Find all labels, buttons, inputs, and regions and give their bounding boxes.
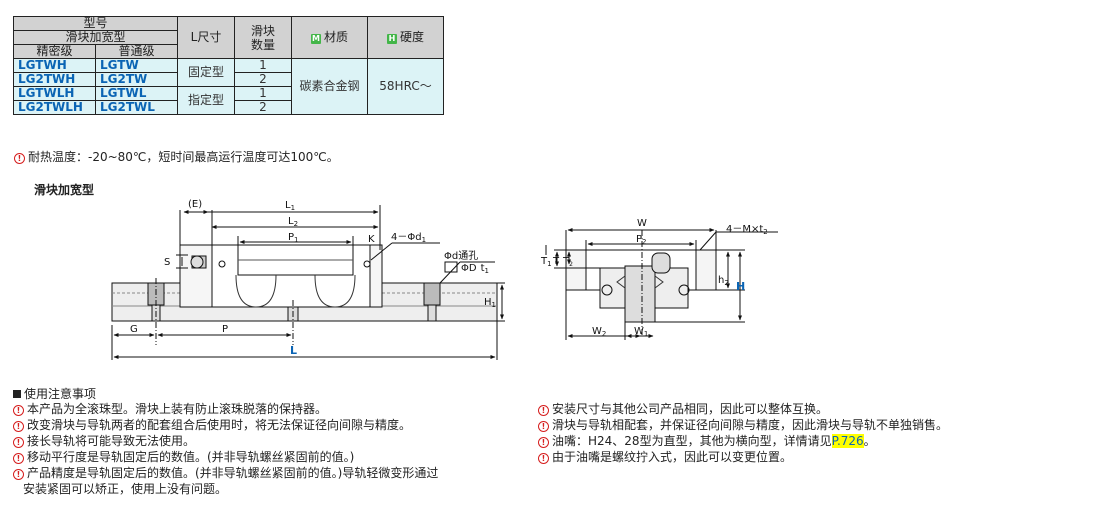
header-precision: 精密级 — [13, 44, 96, 59]
note-continuation: 安装紧固可以矫正，使用上没有问题。 — [23, 482, 228, 496]
dim-T2: T2 — [562, 256, 573, 268]
section-title: 滑块加宽型 — [34, 183, 95, 197]
dim-L1: L1 — [285, 200, 295, 212]
warning-icon: ! — [538, 437, 549, 448]
dim-H: H — [736, 280, 745, 293]
block-count: 1 — [234, 86, 292, 101]
model-precision: LGTWH — [13, 58, 96, 73]
hardness-badge-icon: H — [386, 34, 397, 44]
warning-icon: ! — [13, 421, 24, 432]
hardness-value: 58HRC～ — [367, 58, 444, 115]
header-hardness-label: 硬度 — [399, 30, 424, 44]
l-fixed-type: 固定型 — [177, 58, 235, 87]
note-item: !接长导轨将可能导致无法使用。 — [13, 433, 513, 449]
dim-P2: P2 — [636, 234, 647, 246]
dim-M-t2: 4－M×t2 — [726, 224, 768, 236]
dim-h2: h2 — [718, 275, 729, 287]
dim-S: S — [164, 257, 170, 268]
model-normal: LG2TWL — [95, 100, 178, 115]
notes-right-column: !安装尺寸与其他公司产品相同，因此可以整体互换。 !滑块与导轨相配套，并保证径向… — [538, 401, 1088, 465]
model-normal: LGTWL — [95, 86, 178, 101]
dim-W1: W1 — [634, 326, 648, 338]
dim-P: P — [222, 324, 228, 335]
model-precision: LG2TWLH — [13, 100, 96, 115]
model-precision: LG2TWH — [13, 72, 96, 87]
heat-resistance-note: !耐热温度：-20~80℃，短时间最高运行温度可达100℃。 — [14, 148, 339, 165]
note-item: !产品精度是导轨固定后的数值。(并非导轨螺丝紧固前的值。)导轨轻微变形通过 — [13, 465, 513, 481]
warning-icon: ! — [538, 421, 549, 432]
notes-left-column: !本产品为全滚珠型。滑块上装有防止滚珠脱落的保持器。 !改变滑块与导轨两者的配套… — [13, 401, 513, 497]
block-count: 1 — [234, 58, 292, 73]
model-normal: LGTW — [95, 58, 178, 73]
note-item: !移动平行度是导轨固定后的数值。(并非导轨螺丝紧固前的值。) — [13, 449, 513, 465]
note-item-oil-nipple: !油嘴：H24、28型为直型，其他为横向型，详情请见P.726。 — [538, 433, 1088, 449]
dim-W: W — [637, 218, 647, 229]
note-item: !改变滑块与导轨两者的配套组合后使用时，将无法保证径向间隙与精度。 — [13, 417, 513, 433]
warning-icon: ! — [13, 469, 24, 480]
square-bullet-icon — [13, 390, 21, 398]
header-block-count: 滑块 数量 — [234, 16, 292, 59]
model-normal: LG2TW — [95, 72, 178, 87]
note-item: !安装尺寸与其他公司产品相同，因此可以整体互换。 — [538, 401, 1088, 417]
dim-phi-d-hole: Φd通孔 — [444, 250, 478, 262]
l-specified-type: 指定型 — [177, 86, 235, 115]
block-count: 2 — [234, 100, 292, 115]
heat-note-text: 耐热温度：-20~80℃，短时间最高运行温度可达100℃。 — [28, 150, 339, 164]
dim-K: K — [368, 234, 375, 245]
front-view — [545, 228, 778, 340]
warning-icon: ! — [14, 153, 25, 164]
notes-heading: 使用注意事项 — [13, 385, 96, 402]
warning-icon: ! — [13, 437, 24, 448]
page-reference-link[interactable]: P.726 — [831, 434, 864, 448]
dim-T: T — [552, 256, 560, 267]
dim-W2: W2 — [592, 326, 606, 338]
header-material-label: 材质 — [323, 30, 348, 44]
dim-P1: P1 — [288, 232, 299, 244]
note-item: !由于油嘴是螺纹拧入式，因此可以变更位置。 — [538, 449, 1088, 465]
warning-icon: ! — [13, 405, 24, 416]
material-badge-icon: M — [310, 34, 321, 44]
dim-E: (E) — [188, 199, 202, 210]
warning-icon: ! — [538, 405, 549, 416]
dim-L: L — [290, 344, 297, 357]
warning-icon: ! — [538, 453, 549, 464]
dim-H1: H1 — [484, 297, 496, 309]
notes-heading-text: 使用注意事项 — [24, 387, 97, 401]
side-view — [111, 205, 505, 360]
note-item: !滑块与导轨相配套，并保证径向间隙与精度，因此滑块与导轨不单独销售。 — [538, 417, 1088, 433]
note-item: !本产品为全滚珠型。滑块上装有防止滚珠脱落的保持器。 — [13, 401, 513, 417]
dim-L2: L2 — [288, 216, 298, 228]
dim-T1: T1 — [540, 256, 552, 268]
warning-icon: ! — [13, 453, 24, 464]
header-model: 型号 — [13, 16, 178, 31]
dim-hole-d1: 4－Φd1 — [391, 232, 426, 244]
material-value: 碳素合金钢 — [291, 58, 368, 115]
dim-G: G — [130, 324, 138, 335]
block-count: 2 — [234, 72, 292, 87]
